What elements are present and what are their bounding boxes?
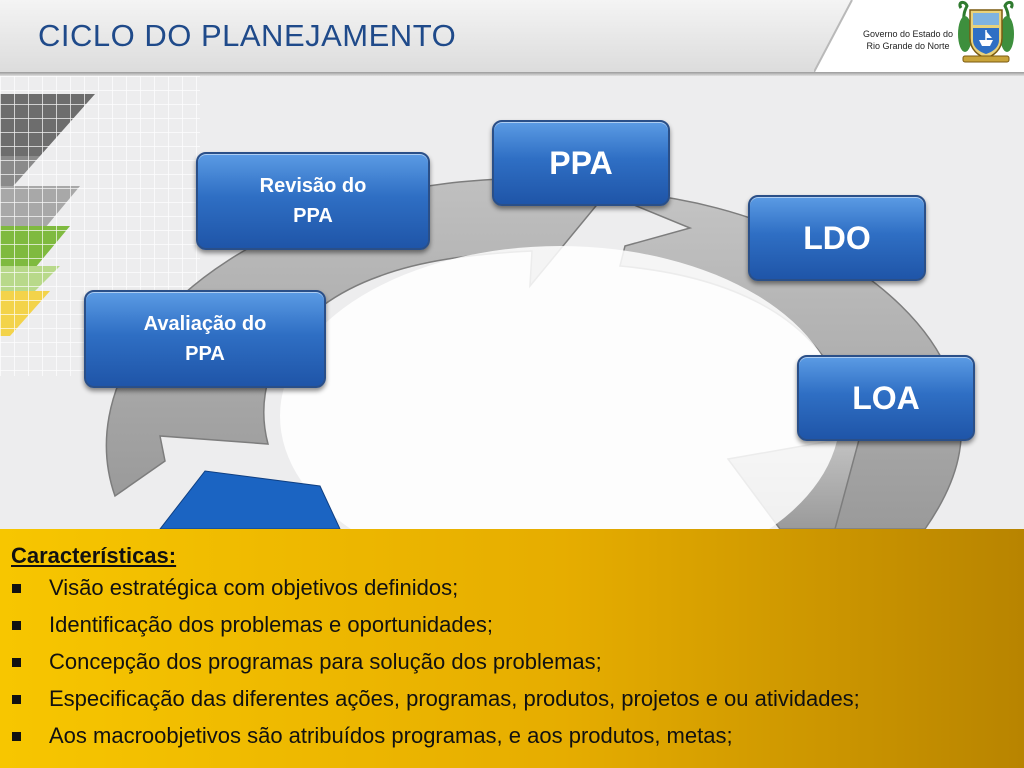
list-item-text: Concepção dos programas para solução dos… [49, 649, 602, 674]
list-item-text: Visão estratégica com objetivos definido… [49, 575, 459, 600]
stage-ppa[interactable]: PPA [492, 120, 670, 206]
stage-avaliacao-ppa-label: Avaliação do PPA [143, 313, 267, 365]
bullet-square-icon [12, 695, 21, 704]
bullet-square-icon [12, 658, 21, 667]
stage-loa[interactable]: LOA [797, 355, 975, 441]
stage-avaliacao-ppa[interactable]: Avaliação do PPA [84, 290, 326, 388]
government-label: Governo do Estado do Rio Grande do Norte [860, 28, 956, 52]
header-divider [0, 72, 1024, 76]
cycle-arrow-blue [159, 470, 341, 529]
characteristics-title: Características: [11, 543, 177, 568]
stage-revisao-ppa[interactable]: Revisão do PPA [196, 152, 430, 250]
list-item-text: Aos macroobjetivos são atribuídos progra… [49, 723, 733, 748]
stage-ldo-label: LDO [803, 219, 871, 256]
government-label-line2: Rio Grande do Norte [866, 41, 950, 51]
stage-ppa-label: PPA [549, 144, 613, 181]
stage-loa-label: LOA [852, 379, 920, 416]
bullet-square-icon [12, 584, 21, 593]
list-item-text: Especificação das diferentes ações, prog… [49, 686, 860, 711]
characteristics-panel: Características: Visão estratégica com o… [0, 529, 1024, 768]
bullet-square-icon [12, 732, 21, 741]
list-item-text: Identificação dos problemas e oportunida… [49, 612, 493, 637]
stage-ldo[interactable]: LDO [748, 195, 926, 281]
planning-cycle-diagram [105, 145, 962, 529]
stage-revisao-ppa-label: Revisão do PPA [259, 175, 367, 227]
government-label-line1: Governo do Estado do [862, 29, 954, 39]
bullet-square-icon [12, 621, 21, 630]
state-coat-of-arms-icon [958, 0, 1014, 63]
page-title: CICLO DO PLANEJAMENTO [38, 18, 457, 53]
cycle-center [280, 246, 840, 529]
